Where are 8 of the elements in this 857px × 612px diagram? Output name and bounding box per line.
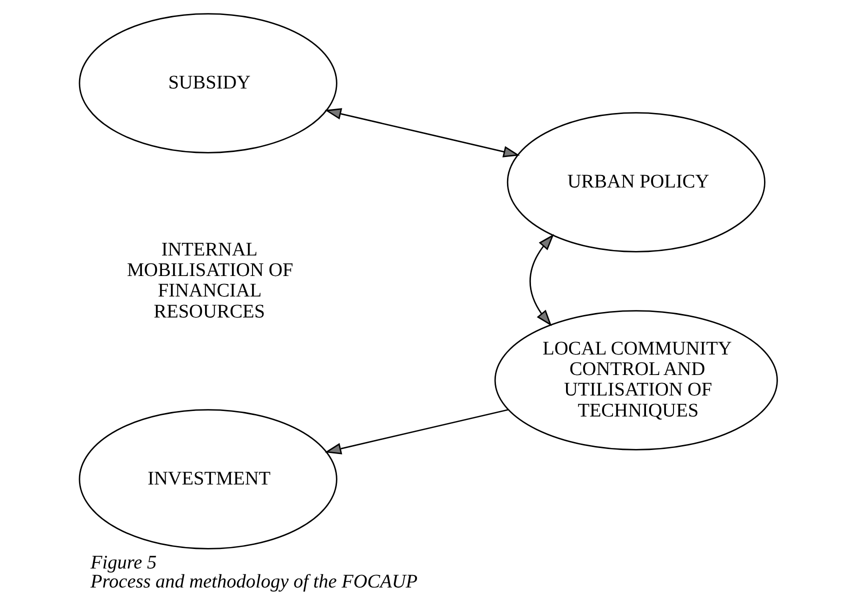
diagram-title: Figure 5 xyxy=(90,552,157,574)
node-ellipse: INVESTMENT xyxy=(78,409,338,550)
arrow xyxy=(324,409,508,454)
node-text: INTERNAL MOBILISATION OF FINANCIAL RESOURCES xyxy=(126,239,294,322)
arrow xyxy=(529,234,554,326)
node-ellipse: SUBSIDY xyxy=(78,13,338,154)
arrow xyxy=(324,108,520,158)
caption: Process and methodology of the FOCAUP xyxy=(90,572,418,592)
